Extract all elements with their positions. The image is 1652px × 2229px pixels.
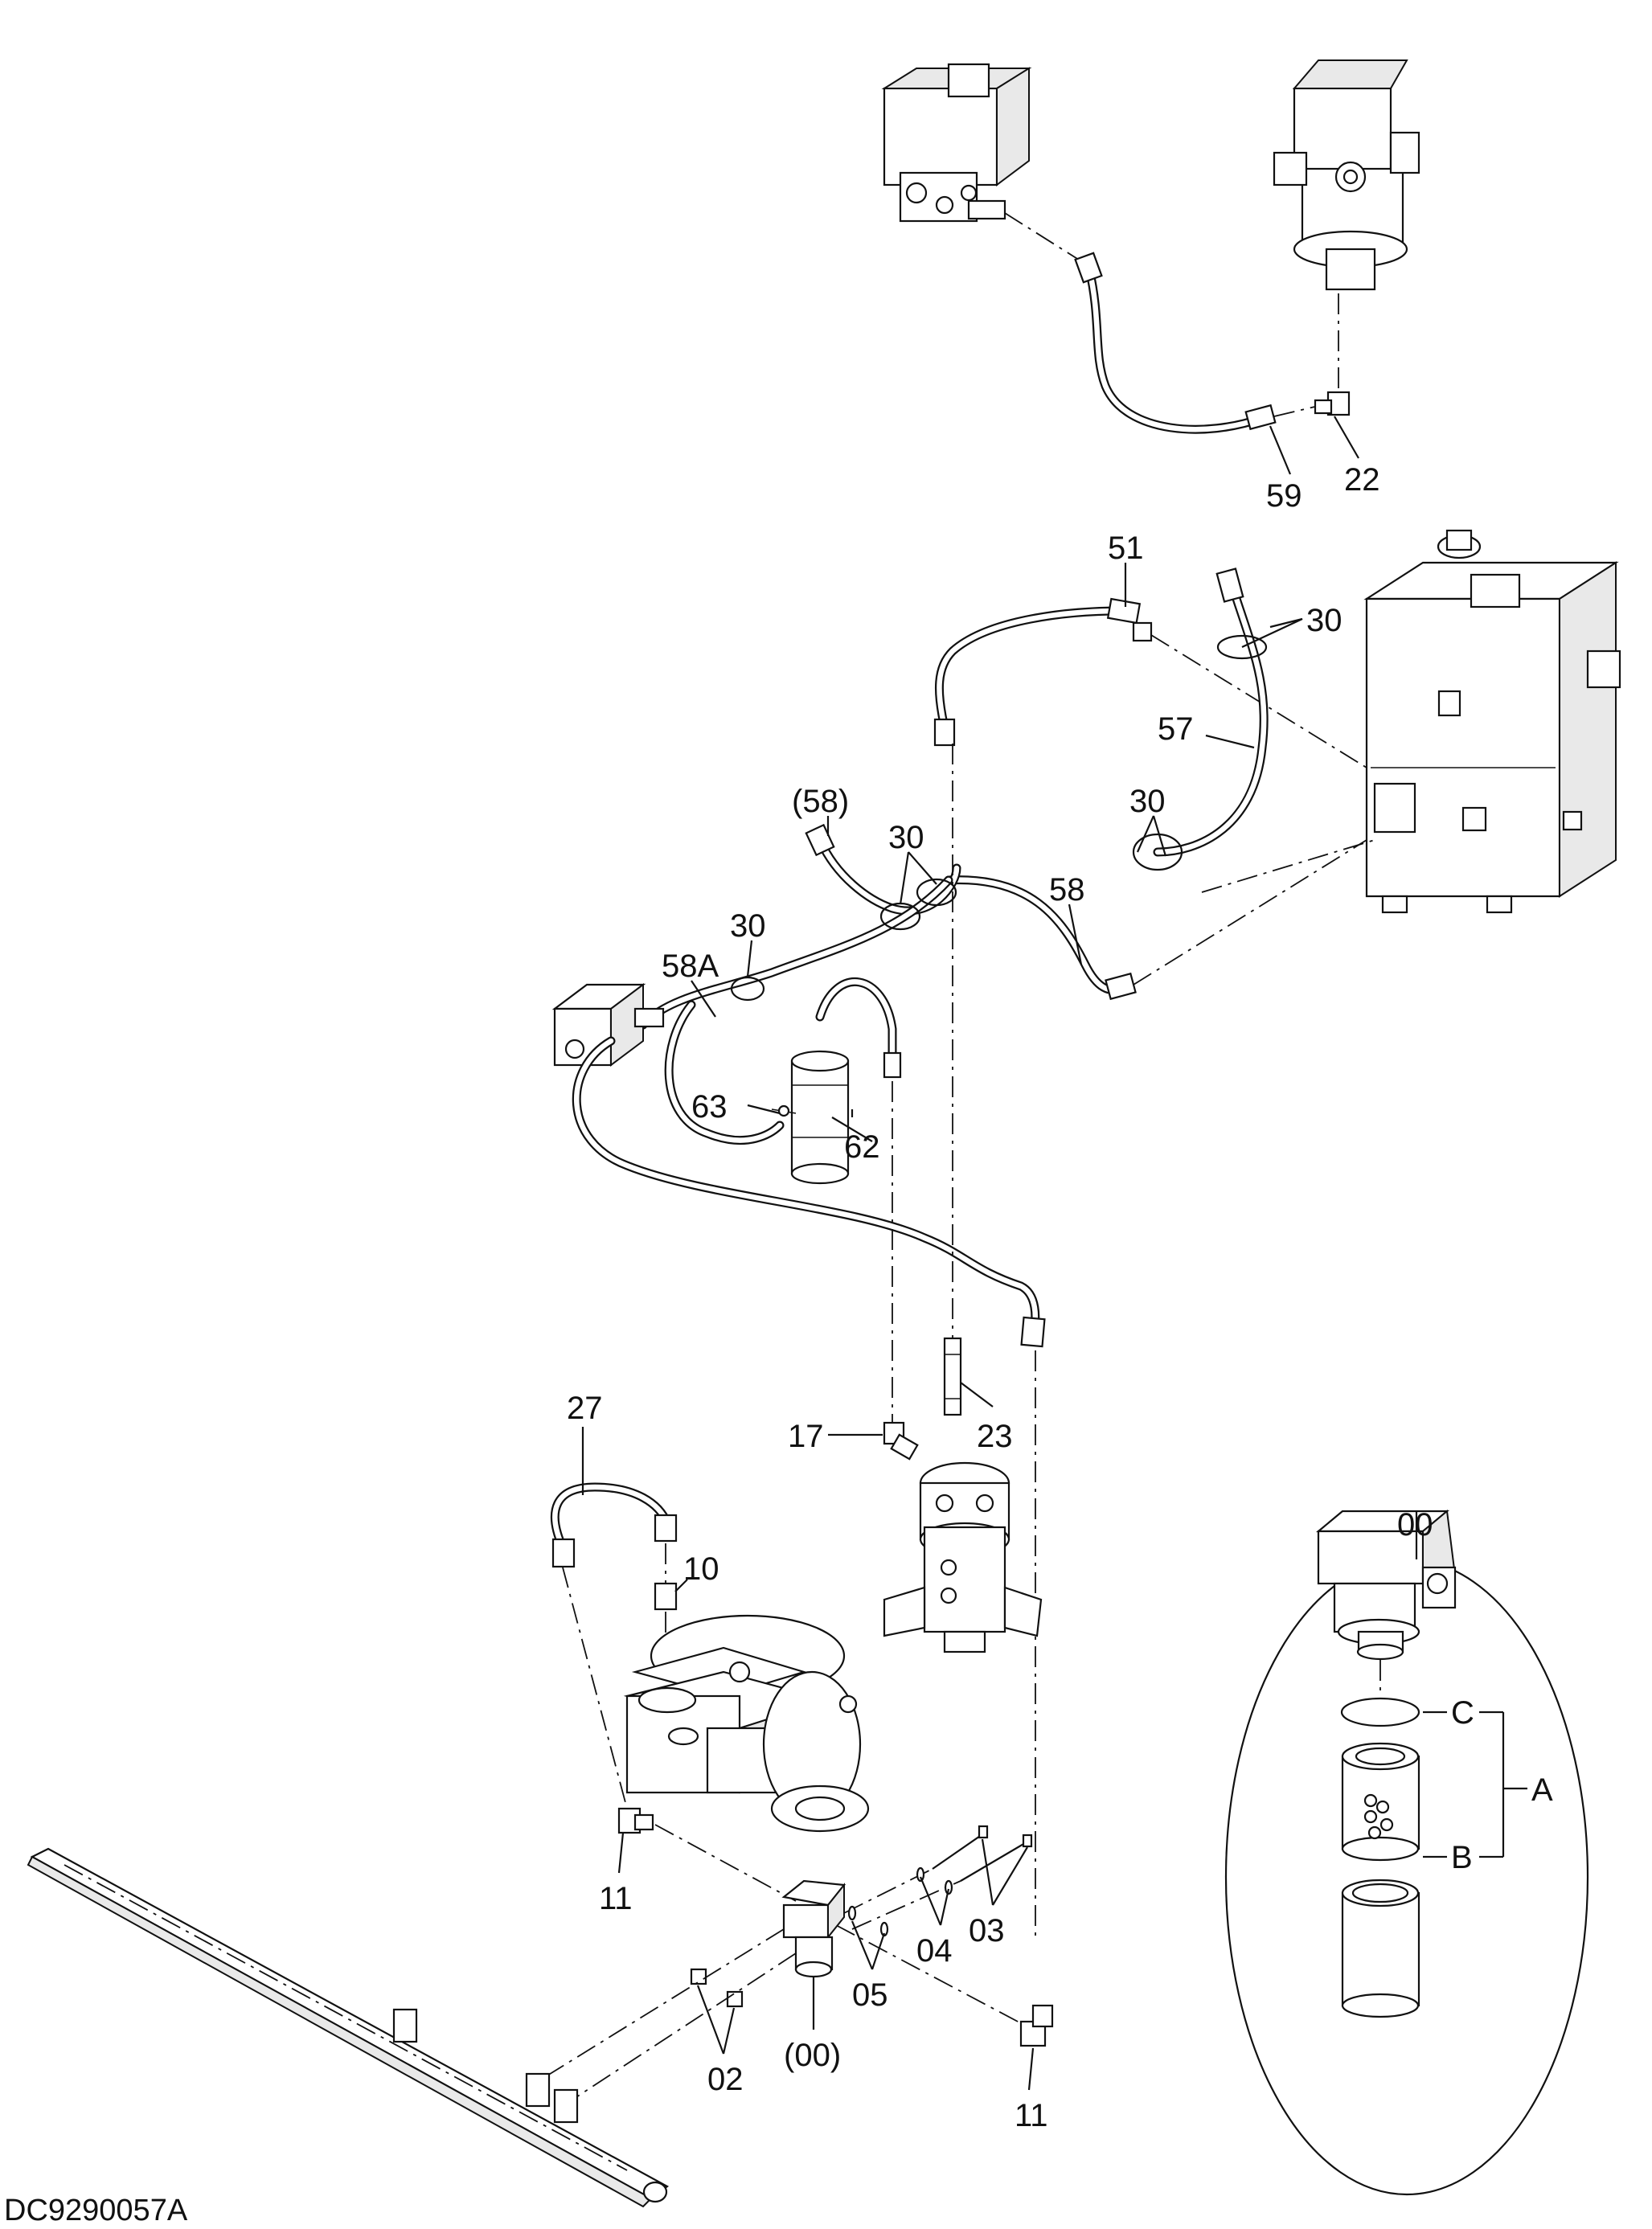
- callout-63: 63: [691, 1089, 728, 1125]
- detail-label-C: C: [1451, 1695, 1474, 1731]
- fitting-10: [654, 1582, 678, 1611]
- washers-05: [847, 1905, 889, 1937]
- clamp-30-b: [916, 878, 957, 907]
- elbow-fitting-22: [1314, 391, 1351, 416]
- callout-00-ref: (00): [784, 2038, 841, 2073]
- fitting-23: [943, 1337, 962, 1416]
- line-filter-00: [781, 1879, 846, 1978]
- callout-05: 05: [852, 1977, 888, 2013]
- callout-27: 27: [567, 1391, 603, 1426]
- callout-30-pair: 30: [888, 820, 924, 855]
- callout-17: 17: [788, 1419, 824, 1454]
- hydraulic-tank: [1363, 529, 1621, 914]
- accumulator-62: [771, 977, 902, 1185]
- callout-58A: 58A: [662, 949, 719, 984]
- callout-23: 23: [977, 1419, 1013, 1454]
- hose-51: [933, 597, 1153, 747]
- hose-57: [1153, 567, 1269, 857]
- fitting-17: [883, 1421, 919, 1461]
- callout-11-right: 11: [1015, 2098, 1048, 2133]
- hose-58-ref: [805, 823, 961, 916]
- callout-30-mid: 30: [1129, 784, 1166, 819]
- o-ring-C: [1340, 1697, 1420, 1727]
- callout-58: 58: [1049, 872, 1085, 908]
- drawing-code: DC9290057A: [4, 2194, 188, 2227]
- callout-03: 03: [969, 1913, 1005, 1948]
- callout-51: 51: [1108, 531, 1144, 566]
- clamp-30-mid: [1132, 833, 1183, 871]
- pilot-valve-assembly: [881, 63, 1032, 223]
- detail-filter-00: [1224, 1510, 1589, 2196]
- detail-00-label: 00: [1397, 1507, 1433, 1543]
- bolts-03: [932, 1825, 1033, 1882]
- callout-59: 59: [1266, 478, 1302, 514]
- hose-58: [944, 875, 1137, 1001]
- solenoid-valve-block: [551, 983, 665, 1067]
- detail-label-A: A: [1531, 1772, 1553, 1808]
- clamp-30-c: [730, 976, 765, 1002]
- callout-04: 04: [916, 1933, 953, 1969]
- pump-motor: [1273, 59, 1420, 291]
- hose-27: [550, 1482, 678, 1568]
- detail-label-B: B: [1451, 1840, 1473, 1875]
- fitting-11-right: [1019, 2004, 1054, 2047]
- callout-10: 10: [683, 1551, 719, 1587]
- center-swivel-joint: [883, 1461, 1043, 1653]
- callout-62: 62: [844, 1129, 880, 1165]
- fitting-11-left: [617, 1807, 654, 1834]
- callout-02: 02: [707, 2062, 744, 2097]
- callout-30-top: 30: [1306, 603, 1343, 638]
- hose-58A: [638, 875, 953, 1145]
- washers-04: [916, 1866, 953, 1895]
- clamp-30-top: [1216, 634, 1268, 660]
- mounting-bracket: [27, 1847, 670, 2208]
- swing-device: [623, 1614, 870, 1833]
- callout-11-left: 11: [599, 1881, 633, 1916]
- callout-30-left: 30: [730, 908, 766, 944]
- nuts-02: [690, 1968, 744, 2008]
- hose-return: [572, 1036, 1046, 1348]
- callout-57: 57: [1158, 711, 1194, 747]
- callout-22: 22: [1344, 462, 1380, 498]
- hose-59: [1074, 252, 1277, 434]
- callout-58-ref: (58): [792, 784, 849, 819]
